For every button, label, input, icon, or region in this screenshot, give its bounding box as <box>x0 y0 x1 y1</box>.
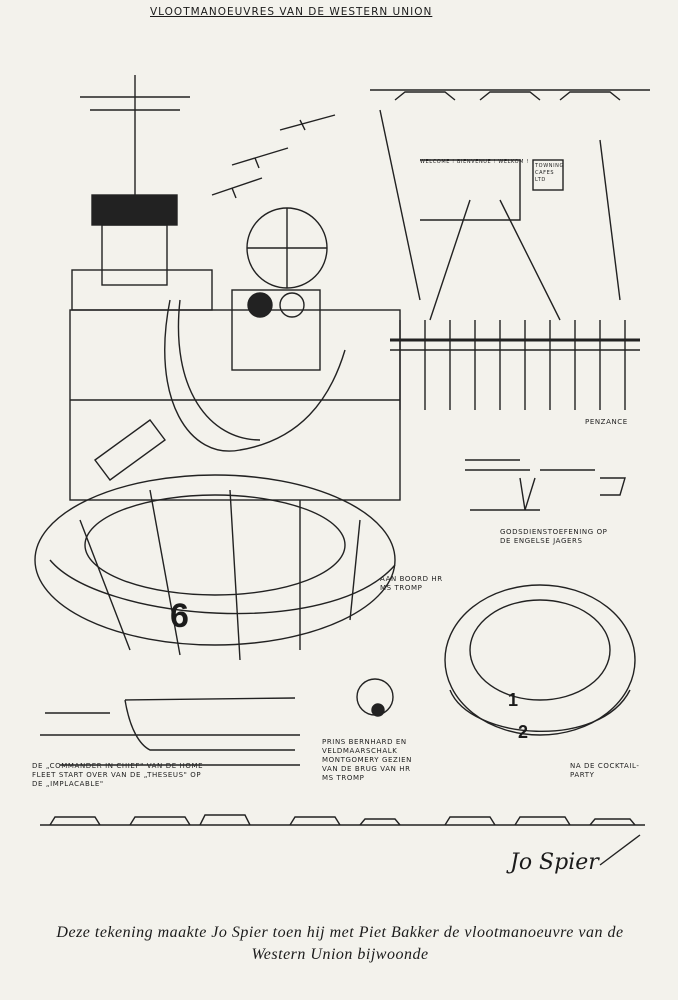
penzance-label: PENZANCE <box>585 418 628 426</box>
raft-number: 6 <box>170 597 189 635</box>
party-label: NA DE COCKTAIL-PARTY <box>570 762 640 779</box>
carrier-label: DE „COMMANDER IN CHIEF" VAN DE HOME FLEE… <box>32 762 204 788</box>
welcome-banner: WELCOME ! BIENVENUE ! WELKOM ! <box>420 159 529 165</box>
party-raft-number-2: 2 <box>518 722 529 742</box>
bridge-label: PRINS BERNHARD EN VELDMAARSCHALK MONTGOM… <box>322 738 412 782</box>
shop-sign: TOWNING CAFES LTD <box>535 163 564 183</box>
service-label: GODSDIENSTOEFENING OP DE ENGELSE JAGERS <box>500 528 608 545</box>
page-title: VLOOTMANOEUVRES VAN DE WESTERN UNION <box>150 6 433 18</box>
artist-signature: Jo Spier <box>510 850 599 875</box>
caption: Deze tekening maakte Jo Spier toen hij m… <box>56 924 624 963</box>
party-raft-number-1: 1 <box>508 690 519 710</box>
tromp-label: AAN BOORD Hr Ms TROMP <box>380 575 443 592</box>
